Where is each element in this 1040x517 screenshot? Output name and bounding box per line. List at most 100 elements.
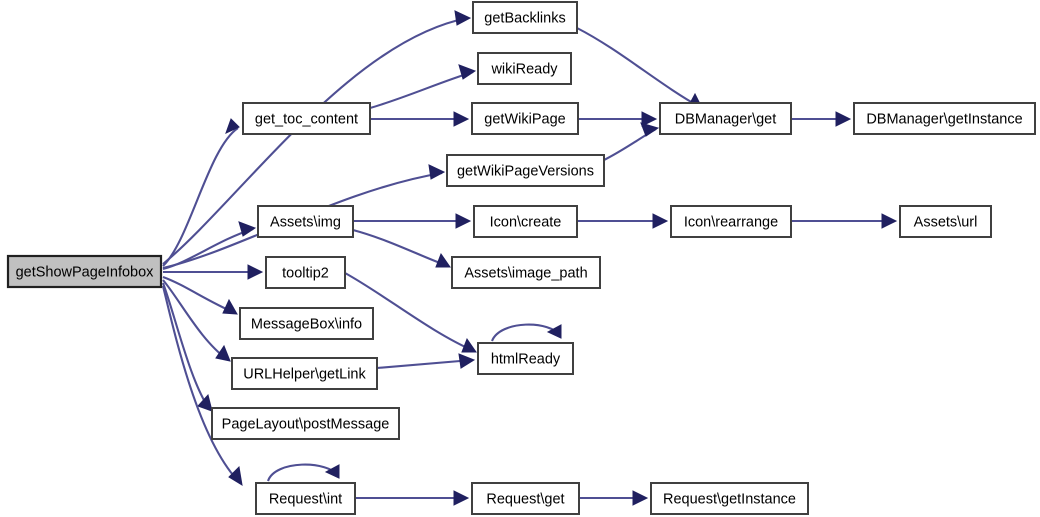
arrowhead-icon — [222, 298, 238, 315]
node-box[interactable] — [471, 482, 580, 515]
node-box[interactable] — [231, 357, 378, 390]
node-label: Assets\img — [270, 214, 341, 230]
edge-RequestInt-to-RequestGet — [355, 490, 470, 506]
graph-node-get_toc_content[interactable]: get_toc_content — [242, 102, 371, 135]
edge-getShowPageInfobox-to-get_toc_content — [162, 118, 240, 267]
node-label: Assets\image_path — [464, 265, 587, 281]
arrowhead-icon — [215, 344, 231, 362]
graph-node-tooltip2[interactable]: tooltip2 — [265, 256, 346, 289]
graph-node-wikiReady[interactable]: wikiReady — [477, 52, 572, 85]
edge-line — [376, 358, 473, 370]
arrowhead-icon — [881, 213, 898, 229]
graph-node-getBacklinks[interactable]: getBacklinks — [472, 1, 578, 34]
node-box[interactable] — [242, 102, 371, 135]
node-label: Assets\url — [914, 214, 978, 230]
node-box[interactable] — [265, 256, 346, 289]
node-box[interactable] — [473, 205, 578, 238]
edge-URLHelperGetLink-to-htmlReady — [376, 353, 476, 370]
node-box[interactable] — [472, 1, 578, 34]
edge-get_toc_content-to-getWikiPage — [370, 111, 470, 127]
arrowhead-icon — [228, 465, 243, 487]
edge-getShowPageInfobox-to-URLHelperGetLink — [162, 279, 231, 362]
node-box[interactable] — [477, 52, 572, 85]
node-label: getWikiPageVersions — [457, 163, 594, 179]
edge-RequestInt-to-RequestInt — [267, 463, 340, 482]
node-box[interactable] — [6, 254, 163, 289]
graph-node-DBManagerGet[interactable]: DBManager\get — [659, 102, 792, 135]
edge-getShowPageInfobox-to-AssetsImg — [162, 221, 257, 271]
graph-node-RequestGet[interactable]: Request\get — [471, 482, 580, 515]
node-label: htmlReady — [491, 351, 561, 367]
arrowhead-icon — [461, 337, 477, 353]
node-label: DBManager\get — [675, 111, 777, 127]
node-label: DBManager\getInstance — [866, 111, 1022, 127]
node-box[interactable] — [257, 205, 354, 238]
nodes-layer: getShowPageInfobox getBacklinks wikiReady g… — [6, 1, 1036, 515]
graph-node-URLHelperGetLink[interactable]: URLHelper\getLink — [231, 357, 378, 390]
node-box[interactable] — [211, 407, 400, 440]
graph-node-IconCreate[interactable]: Icon\create — [473, 205, 578, 238]
node-label: getBacklinks — [484, 10, 565, 26]
edge-line — [576, 27, 701, 108]
graph-node-RequestInt[interactable]: Request\int — [255, 482, 356, 515]
edge-htmlReady-to-htmlReady — [491, 323, 562, 342]
edge-DBManagerGet-to-DBManagerGetInstance — [791, 111, 852, 127]
graph-node-MessageBoxInfo[interactable]: MessageBox\info — [239, 307, 374, 340]
edge-getWikiPageVersions-to-DBManagerGet — [603, 122, 660, 161]
graph-node-AssetsUrl[interactable]: Assets\url — [899, 205, 992, 238]
graph-node-IconRearrange[interactable]: Icon\rearrange — [670, 205, 792, 238]
edge-getShowPageInfobox-to-tooltip2 — [163, 264, 264, 280]
node-label: get_toc_content — [255, 111, 358, 127]
edge-line — [162, 127, 239, 267]
arrowhead-icon — [324, 464, 340, 479]
node-label: Request\int — [269, 491, 342, 507]
node-box[interactable] — [477, 342, 574, 375]
edge-getShowPageInfobox-to-PageLayoutPostMessage — [162, 282, 213, 412]
arrowhead-icon — [453, 490, 470, 506]
graph-node-getWikiPageVersions[interactable]: getWikiPageVersions — [446, 154, 605, 187]
arrowhead-icon — [640, 122, 660, 137]
arrowhead-icon — [652, 213, 669, 229]
node-box[interactable] — [670, 205, 792, 238]
node-box[interactable] — [451, 256, 601, 289]
edge-RequestGet-to-RequestGetInstance — [579, 490, 649, 506]
arrowhead-icon — [247, 264, 264, 280]
node-box[interactable] — [255, 482, 356, 515]
arrowhead-icon — [546, 324, 562, 339]
edge-AssetsImg-to-AssetsImagePath — [352, 228, 451, 268]
node-box[interactable] — [899, 205, 992, 238]
node-box[interactable] — [650, 482, 809, 515]
node-box[interactable] — [853, 102, 1036, 135]
node-box[interactable] — [239, 307, 374, 340]
edge-getWikiPage-to-DBManagerGet — [578, 111, 658, 127]
edge-get_toc_content-to-wikiReady — [369, 64, 477, 110]
arrowhead-icon — [453, 111, 470, 127]
node-label: PageLayout\postMessage — [222, 416, 390, 432]
edge-line — [369, 70, 474, 110]
node-box[interactable] — [659, 102, 792, 135]
node-box[interactable] — [471, 102, 579, 135]
graph-node-AssetsImagePath[interactable]: Assets\image_path — [451, 256, 601, 289]
graph-node-getWikiPage[interactable]: getWikiPage — [471, 102, 579, 135]
edge-line — [161, 285, 241, 484]
graph-node-htmlReady[interactable]: htmlReady — [477, 342, 574, 375]
arrowhead-icon — [641, 111, 658, 127]
node-label: wikiReady — [490, 61, 558, 77]
graph-node-AssetsImg[interactable]: Assets\img — [257, 205, 354, 238]
node-label: Icon\rearrange — [684, 214, 778, 230]
edge-IconRearrange-to-AssetsUrl — [791, 213, 898, 229]
edge-getBacklinks-to-DBManagerGet — [576, 27, 703, 109]
node-box[interactable] — [446, 154, 605, 187]
graph-node-RequestGetInstance[interactable]: Request\getInstance — [650, 482, 809, 515]
arrowhead-icon — [458, 353, 476, 369]
edges-layer — [161, 10, 898, 506]
graph-node-getShowPageInfobox[interactable]: getShowPageInfobox — [6, 254, 163, 289]
graph-node-DBManagerGetInstance[interactable]: DBManager\getInstance — [853, 102, 1036, 135]
edge-line — [352, 228, 449, 267]
arrowhead-icon — [632, 490, 649, 506]
arrowhead-icon — [835, 111, 852, 127]
node-label: tooltip2 — [282, 265, 329, 281]
graph-node-PageLayoutPostMessage[interactable]: PageLayout\postMessage — [211, 407, 400, 440]
